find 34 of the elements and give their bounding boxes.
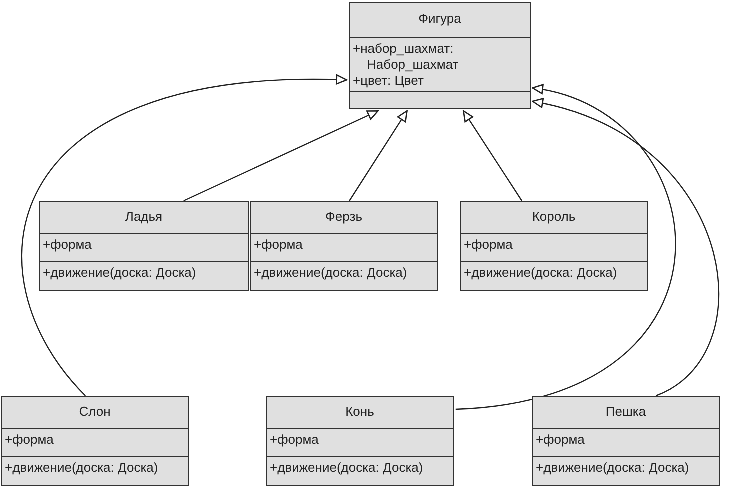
generalization-arrow	[456, 86, 676, 410]
class-box	[349, 2, 531, 109]
attribute-text: +форма	[464, 237, 514, 254]
attribute-text: +форма	[270, 432, 320, 448]
attribute-text: +набор_шахмат: Набор_шахмат	[353, 40, 460, 73]
class-name: Конь	[346, 404, 374, 419]
class-name: Король	[532, 208, 576, 224]
class-box	[39, 201, 249, 291]
generalization-arrow	[349, 110, 408, 202]
generalization-arrow	[21, 75, 348, 396]
operation-text: +движение(доска: Доска)	[43, 264, 198, 281]
operation-text: +движение(доска: Доска)	[5, 460, 160, 476]
generalization-arrow	[463, 110, 523, 202]
generalization-arrow	[184, 110, 379, 202]
generalization-arrow	[532, 99, 719, 397]
class-name: Слон	[79, 404, 111, 419]
attribute-text: +цвет: Цвет	[353, 72, 425, 89]
operation-text: +движение(доска: Доска)	[254, 264, 408, 281]
class-box	[266, 396, 454, 486]
operation-text: +движение(доска: Доска)	[464, 264, 618, 281]
class-box	[460, 201, 648, 291]
class-name: Ферзь	[326, 208, 362, 224]
class-box	[250, 201, 438, 291]
class-name: Фигура	[418, 10, 462, 26]
class-name: Ладья	[125, 208, 163, 224]
class-box	[1, 396, 189, 486]
class-name: Пешка	[606, 404, 646, 419]
attribute-text: +форма	[5, 432, 55, 448]
attribute-text: +форма	[536, 432, 586, 448]
operation-text: +движение(доска: Доска)	[270, 460, 424, 476]
operation-text: +движение(доска: Доска)	[536, 460, 690, 476]
attribute-text: +форма	[254, 237, 304, 254]
attribute-text: +форма	[43, 237, 93, 254]
class-box	[532, 396, 720, 486]
